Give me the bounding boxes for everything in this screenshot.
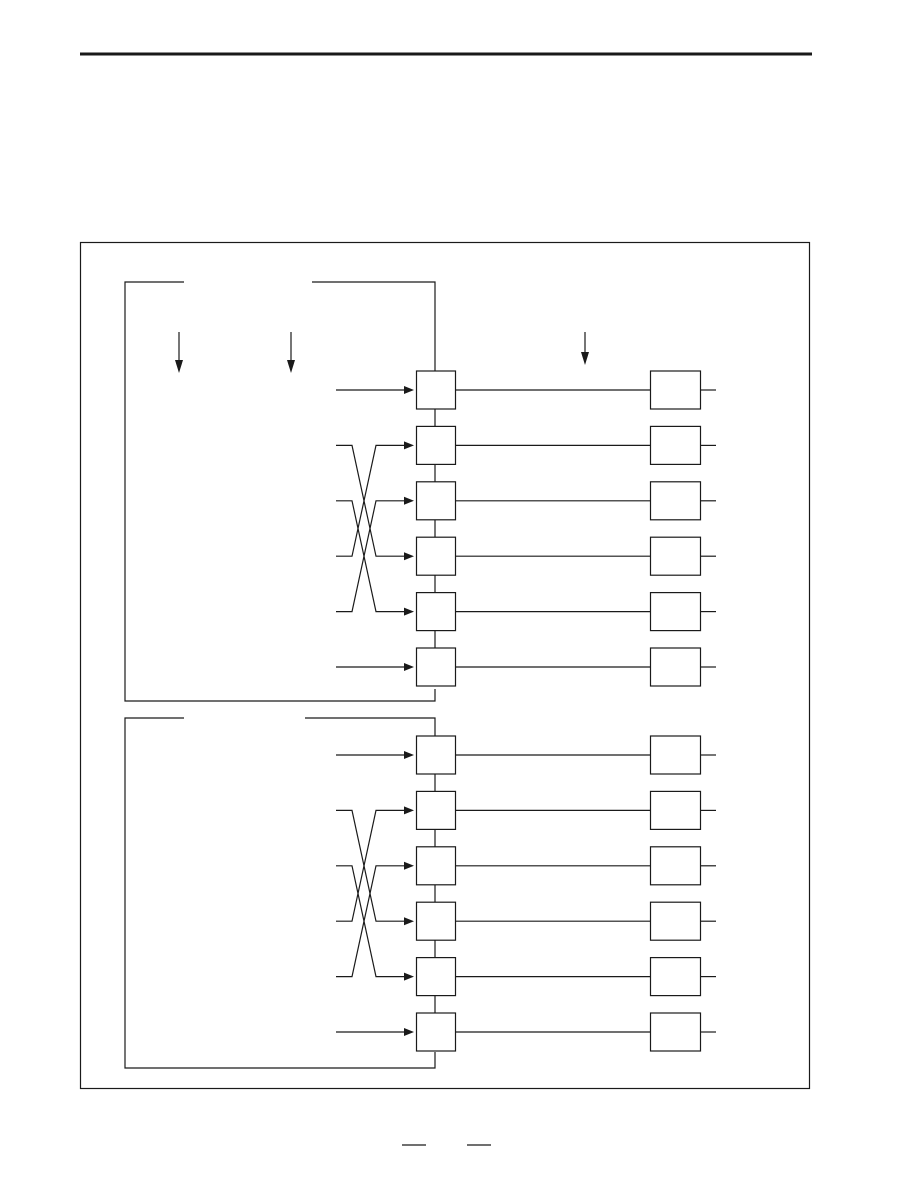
input-arrow: [336, 441, 414, 557]
input-arrow: [336, 1028, 414, 1036]
group-2-enclosure: [124, 717, 436, 1069]
input-arrow: [336, 865, 414, 981]
right-block: [649, 790, 702, 831]
input-arrow: [336, 806, 414, 922]
input-arrow: [336, 861, 414, 978]
left-block: [415, 901, 457, 941]
right-block: [649, 647, 702, 687]
right-block: [649, 735, 702, 775]
left-block: [415, 735, 457, 775]
group-1-enclosure: [124, 281, 436, 702]
right-block: [649, 536, 702, 576]
figure-frame: [79, 241, 811, 1090]
left-block: [415, 956, 457, 997]
left-block: [415, 591, 457, 632]
right-block: [649, 1012, 702, 1052]
right-block: [649, 591, 702, 632]
left-block: [415, 370, 457, 410]
input-arrow: [336, 751, 414, 759]
down-arrow-3: [581, 332, 589, 365]
left-block: [415, 425, 457, 465]
left-block: [415, 481, 457, 521]
diagram-rows: [336, 370, 716, 1052]
input-arrow: [336, 500, 414, 616]
down-arrow-2: [287, 332, 295, 373]
left-block: [415, 790, 457, 831]
input-arrow: [336, 386, 414, 394]
left-block: [415, 1012, 457, 1052]
left-block: [415, 536, 457, 576]
right-block: [649, 846, 702, 886]
right-block: [649, 425, 702, 465]
down-arrow-1: [175, 332, 183, 373]
input-arrow: [336, 663, 414, 671]
input-arrow: [336, 496, 414, 613]
right-block: [649, 481, 702, 521]
right-block: [649, 901, 702, 941]
right-block: [649, 956, 702, 997]
left-block: [415, 846, 457, 886]
left-block: [415, 647, 457, 687]
right-block: [649, 370, 702, 410]
